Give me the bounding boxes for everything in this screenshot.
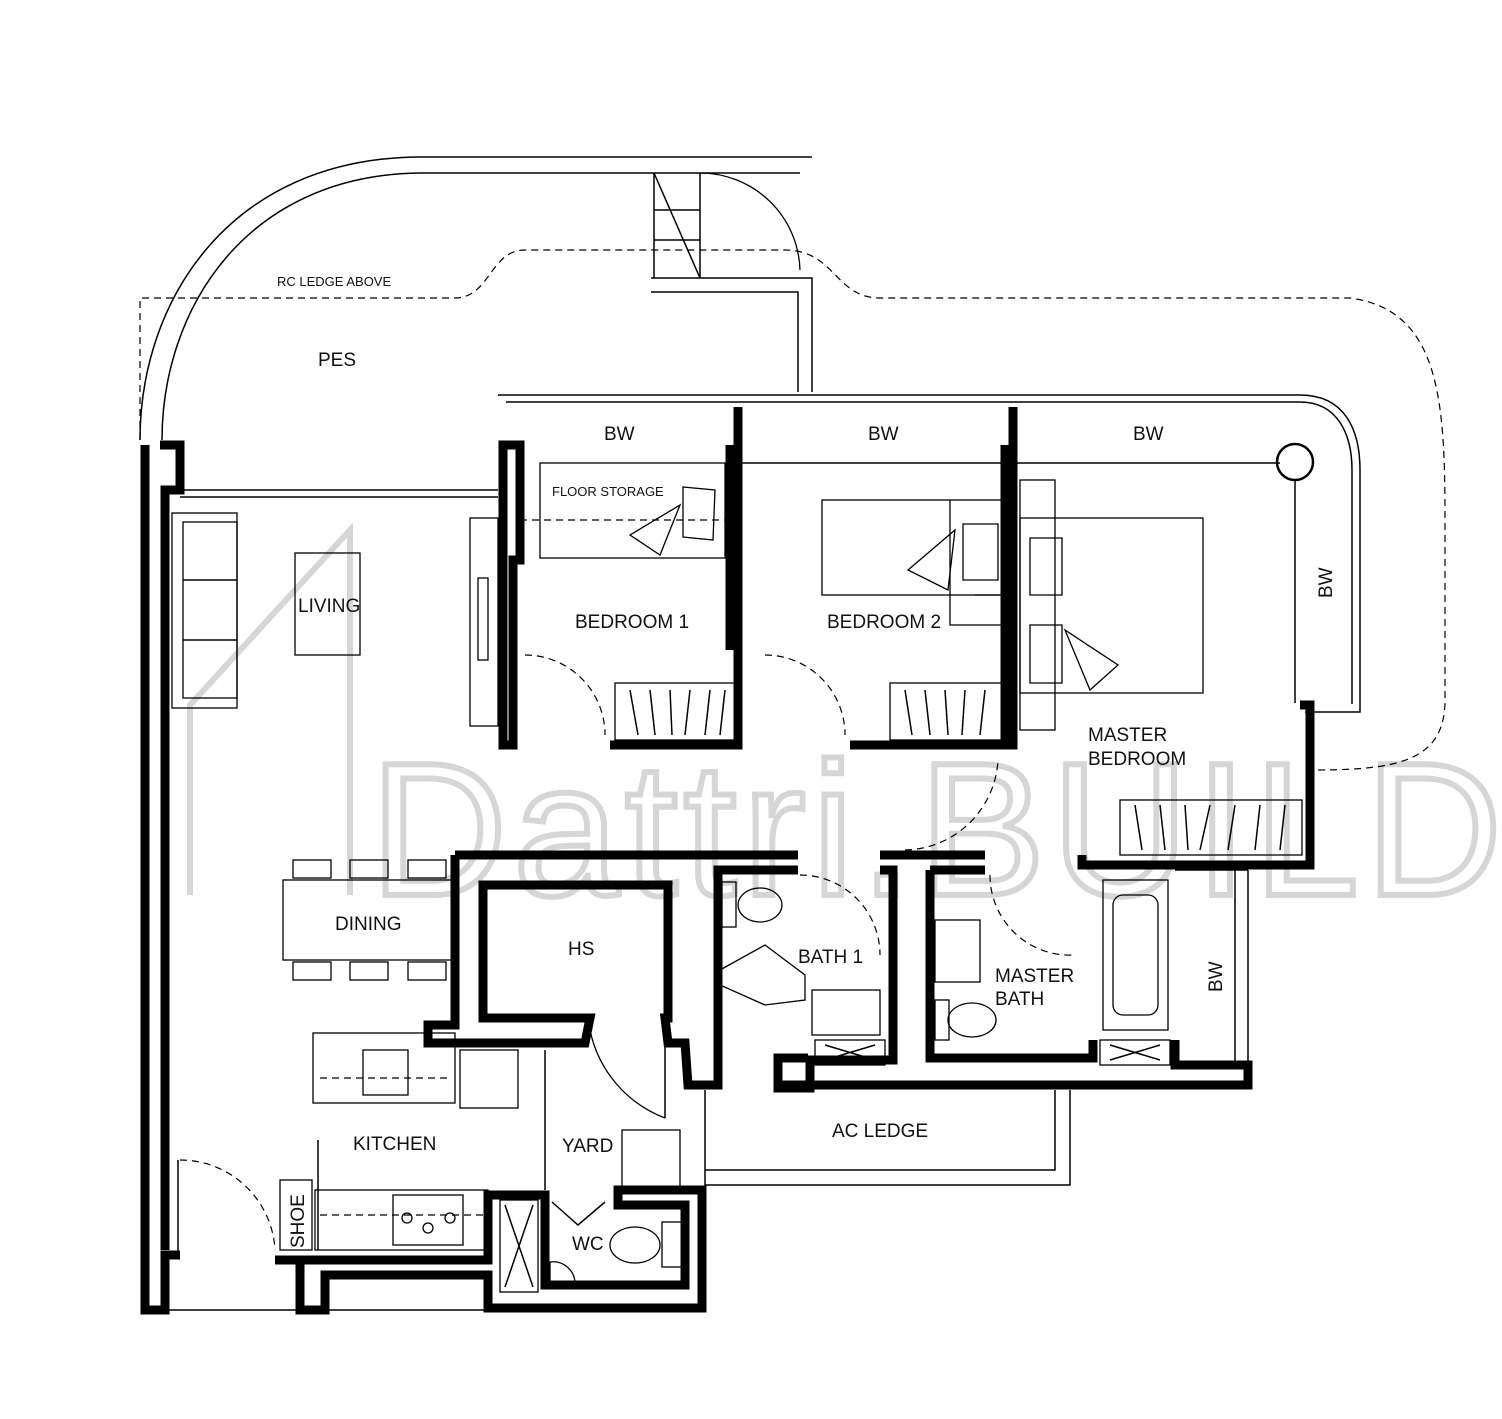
- label-bw-1: BW: [604, 424, 635, 445]
- dining-furniture: [282, 859, 456, 981]
- column-round: [1275, 442, 1315, 482]
- label-yard: YARD: [562, 1136, 613, 1157]
- bay-window-top: [498, 394, 1361, 713]
- label-master-bedroom-line2: BEDROOM: [1088, 749, 1186, 770]
- label-kitchen: KITCHEN: [353, 1134, 436, 1155]
- yard-wc-fixtures: [499, 1129, 683, 1293]
- watermark: Dattri.BUILD: [187, 522, 1502, 939]
- bedroom-2-furniture: [821, 499, 1006, 741]
- label-ac-ledge: AC LEDGE: [832, 1121, 928, 1142]
- label-master-bath-line1: MASTER: [995, 966, 1074, 987]
- doors: [177, 654, 1076, 1255]
- walls: [140, 407, 1315, 1315]
- label-hs: HS: [568, 939, 594, 960]
- watermark-text: Dattri.BUILD: [370, 724, 1502, 936]
- pes-outline: [139, 249, 1446, 771]
- label-wc: WC: [572, 1234, 604, 1255]
- master-bedroom-furniture: [1019, 479, 1303, 856]
- label-bw-4: BW: [1316, 567, 1337, 598]
- room-labels: RC LEDGE ABOVE PES BW BW BW BW BW FLOOR …: [277, 274, 1337, 1255]
- label-floor-storage: FLOOR STORAGE: [552, 484, 664, 499]
- label-bedroom-1: BEDROOM 1: [575, 612, 689, 633]
- label-bw-5: BW: [1206, 961, 1227, 992]
- label-rc-ledge: RC LEDGE ABOVE: [277, 274, 391, 289]
- label-dining: DINING: [335, 914, 402, 935]
- pes-gate: [653, 172, 801, 279]
- label-pes: PES: [318, 350, 356, 371]
- bedroom-1-furniture: [520, 462, 739, 741]
- pes-railing: [139, 156, 813, 441]
- label-bedroom-2: BEDROOM 2: [827, 612, 941, 633]
- label-bath-1: BATH 1: [798, 947, 863, 968]
- living-furniture: [171, 512, 499, 727]
- partitions: [165, 489, 1249, 1311]
- master-bath-fixtures: [934, 879, 1171, 1066]
- label-master-bedroom-line1: MASTER: [1088, 725, 1167, 746]
- label-bw-3: BW: [1133, 424, 1164, 445]
- kitchen-furniture: [279, 1032, 519, 1251]
- label-master-bath-line2: BATH: [995, 989, 1044, 1010]
- bath-1-fixtures: [719, 881, 886, 1066]
- label-living: LIVING: [298, 596, 360, 617]
- label-bw-2: BW: [868, 424, 899, 445]
- label-shoe: SHOE: [288, 1194, 309, 1248]
